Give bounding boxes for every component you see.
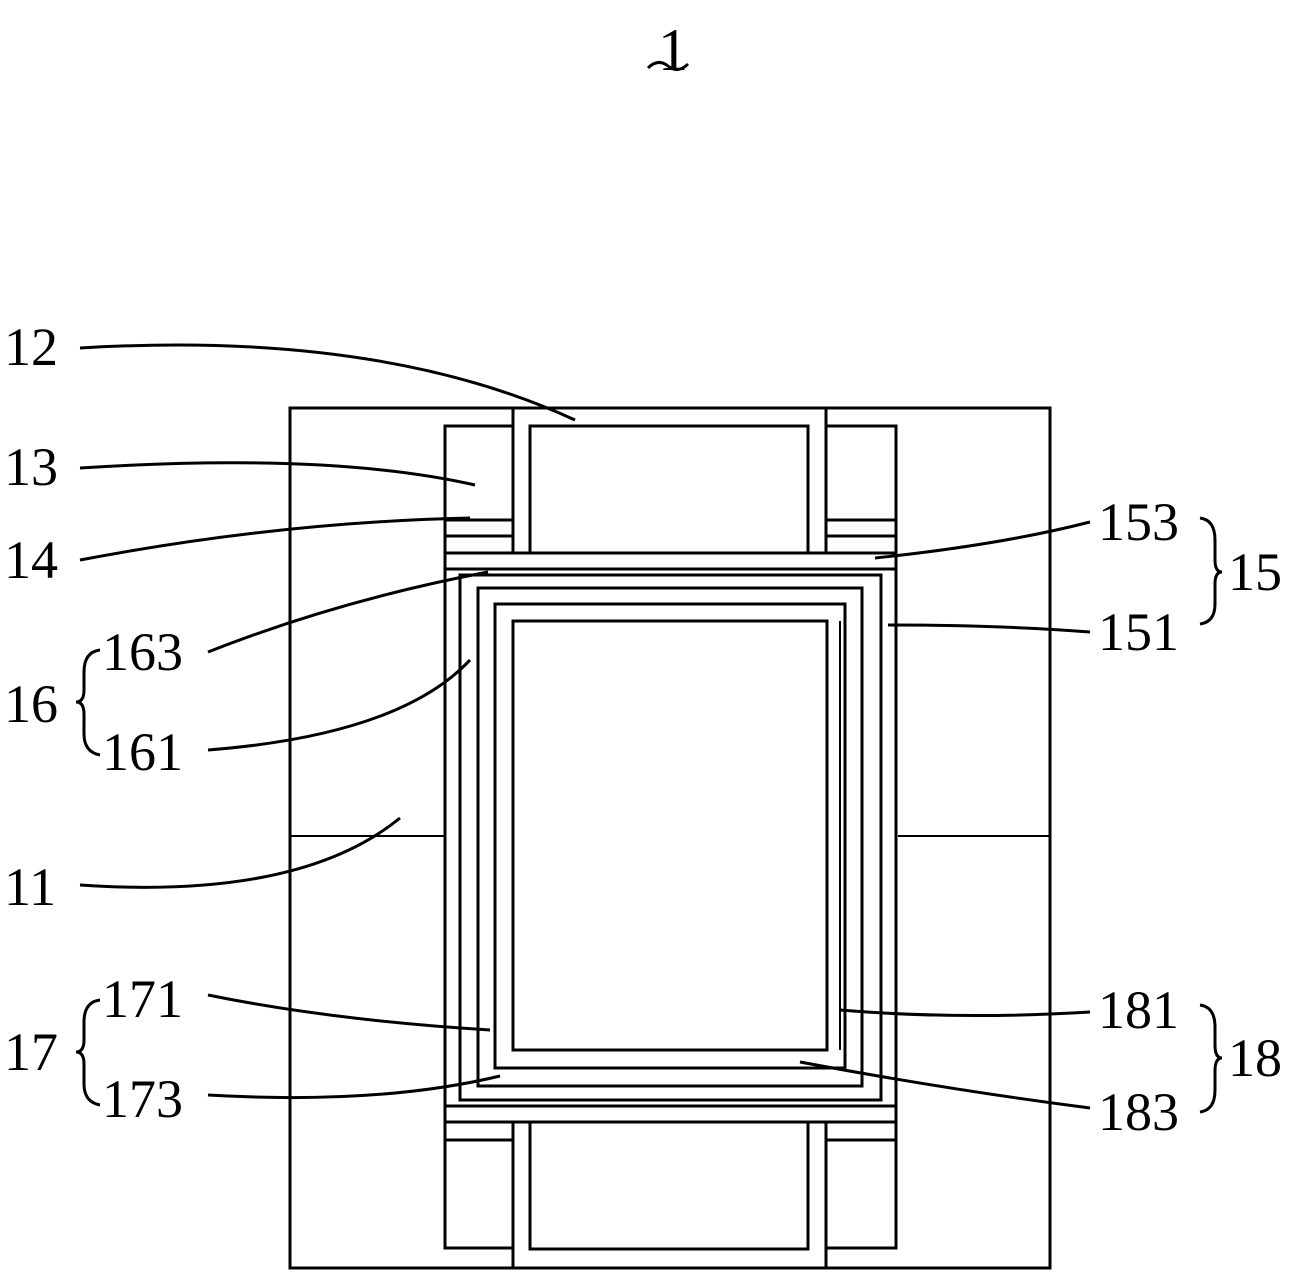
leader-171	[207, 993, 491, 1032]
label-17: 17	[4, 1022, 58, 1082]
bottom-core-dots	[528, 1120, 810, 1251]
leader-181	[839, 1008, 1091, 1018]
leader-161	[207, 658, 472, 752]
figure-number-tilde	[646, 61, 690, 71]
bottom-right-block	[824, 1138, 898, 1250]
label-11: 11	[4, 857, 56, 917]
leader-163	[207, 570, 489, 654]
figure-number: 1	[658, 17, 688, 83]
label-12: 12	[4, 317, 58, 377]
top-right-block	[824, 424, 898, 538]
brace-18	[1199, 1003, 1223, 1114]
brace-17	[75, 998, 101, 1107]
inner-cavity	[511, 619, 829, 1052]
label-183: 183	[1098, 1082, 1179, 1142]
top-left-block-13	[443, 424, 515, 538]
bottom-left-block	[443, 1138, 515, 1250]
label-173: 173	[102, 1069, 183, 1129]
leader-14	[79, 516, 471, 562]
leader-11	[79, 816, 401, 889]
leader-13	[79, 461, 476, 487]
label-18: 18	[1228, 1028, 1282, 1088]
leader-12	[79, 343, 576, 422]
top-core-dots	[528, 424, 810, 555]
leader-173	[207, 1074, 501, 1100]
label-181: 181	[1098, 980, 1179, 1040]
bottom-right-link	[824, 1120, 898, 1142]
label-171: 171	[102, 969, 183, 1029]
leader-151	[887, 623, 1091, 634]
outer-hatch-frame	[443, 567, 898, 1108]
square-frame-181-183	[493, 602, 847, 1070]
bottom-strip	[443, 1104, 898, 1124]
label-16: 16	[4, 674, 58, 734]
top-strip-153	[443, 551, 898, 571]
leader-153	[874, 520, 1091, 560]
outer-housing	[288, 406, 1052, 1270]
label-13: 13	[4, 437, 58, 497]
leader-lines	[79, 343, 1091, 1110]
hatch-frame-161	[476, 586, 864, 1088]
grid-frame-151-163	[458, 573, 883, 1102]
bottom-layer	[511, 1120, 828, 1270]
top-layer-12	[511, 406, 828, 555]
bottom-left-link	[443, 1120, 515, 1142]
leader-183	[799, 1060, 1091, 1110]
label-15: 15	[1228, 542, 1282, 602]
label-161: 161	[102, 722, 183, 782]
label-163: 163	[102, 622, 183, 682]
label-14: 14	[4, 530, 58, 590]
label-153: 153	[1098, 492, 1179, 552]
brace-16	[75, 648, 101, 757]
brace-15	[1199, 516, 1223, 626]
label-151: 151	[1098, 602, 1179, 662]
